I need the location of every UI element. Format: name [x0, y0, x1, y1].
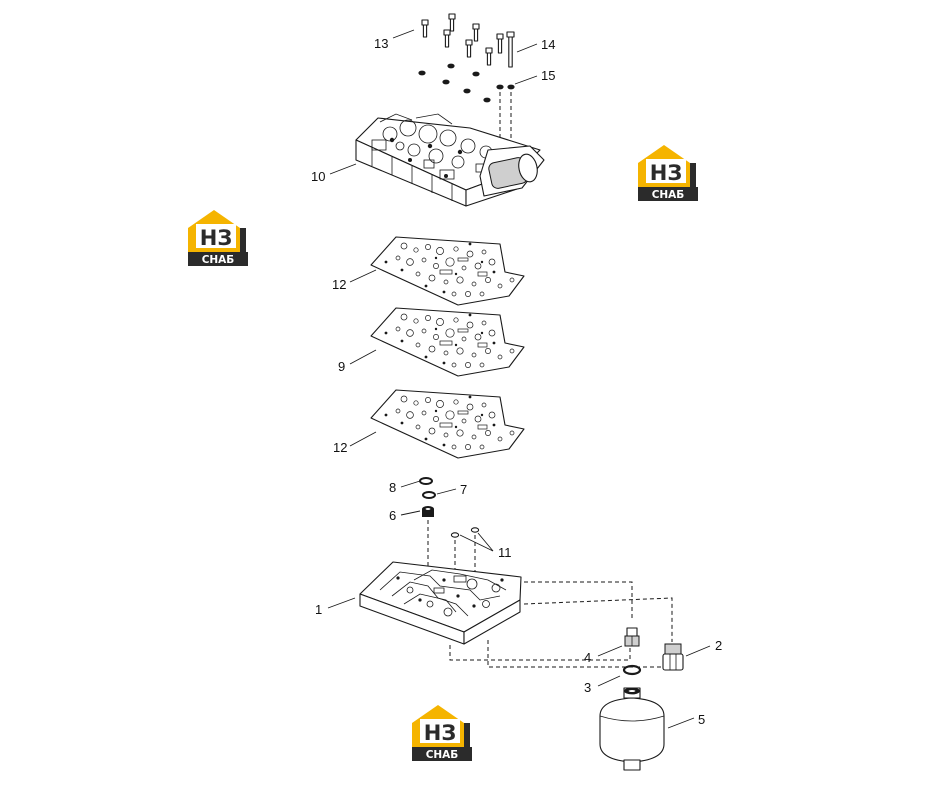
watermark-top-text: НЗ [424, 721, 457, 745]
callout-4: 4 [584, 650, 591, 665]
seal-ring-3 [622, 664, 642, 676]
callout-8: 8 [389, 480, 396, 495]
plug [422, 506, 434, 517]
callout-labels: 13 14 15 10 12 9 12 8 7 6 11 1 2 4 3 5 [311, 36, 722, 727]
valve-housing [359, 561, 522, 645]
gasket-lower [370, 389, 525, 459]
watermark-logo-3: НЗ СНАБ [412, 705, 472, 761]
accumulator [599, 687, 665, 771]
watermark-bottom-text: СНАБ [426, 749, 459, 761]
callout-7: 7 [460, 482, 467, 497]
o-ring-8 [419, 477, 433, 485]
callout-9: 9 [338, 359, 345, 374]
watermark-bottom-text: СНАБ [202, 254, 235, 266]
watermark-logo-1: НЗ СНАБ [638, 145, 698, 201]
long-bolt [506, 31, 515, 68]
separator-plate [370, 307, 525, 377]
watermark-bottom-text: СНАБ [652, 189, 685, 201]
callout-10: 10 [311, 169, 325, 184]
watermark-top-text: НЗ [200, 226, 233, 250]
callout-12-upper: 12 [332, 277, 346, 292]
callout-13: 13 [374, 36, 388, 51]
gasket-upper [370, 236, 525, 306]
callout-2: 2 [715, 638, 722, 653]
callout-12-lower: 12 [333, 440, 347, 455]
watermark-top-text: НЗ [650, 161, 683, 185]
callout-11: 11 [498, 545, 512, 560]
leader-lines [327, 29, 711, 729]
callout-5: 5 [698, 712, 705, 727]
watermark-logo-2: НЗ СНАБ [188, 210, 248, 266]
washer-set [418, 63, 515, 103]
washers-11 [450, 527, 480, 538]
callout-6: 6 [389, 508, 396, 523]
callout-3: 3 [584, 680, 591, 695]
callout-15: 15 [541, 68, 555, 83]
valve-body [355, 113, 545, 207]
o-ring-7 [422, 491, 436, 499]
bolt-set [421, 13, 504, 66]
fitting-4 [624, 627, 640, 647]
fitting-2 [662, 643, 684, 671]
callout-14: 14 [541, 37, 555, 52]
callout-1: 1 [315, 602, 322, 617]
